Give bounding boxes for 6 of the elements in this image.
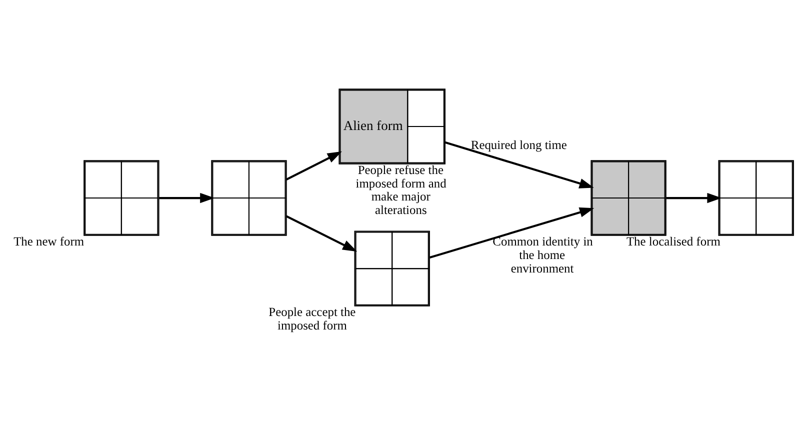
node-label: People accept the imposed form [268,304,356,332]
node-label: The new form [14,234,84,248]
node-label: The localised form [626,234,720,248]
node-label: Common identity in the home environment [492,234,593,276]
node-label: People refuse the imposed form and make major alterations [356,162,446,218]
edge-label: Required long time [470,138,567,152]
